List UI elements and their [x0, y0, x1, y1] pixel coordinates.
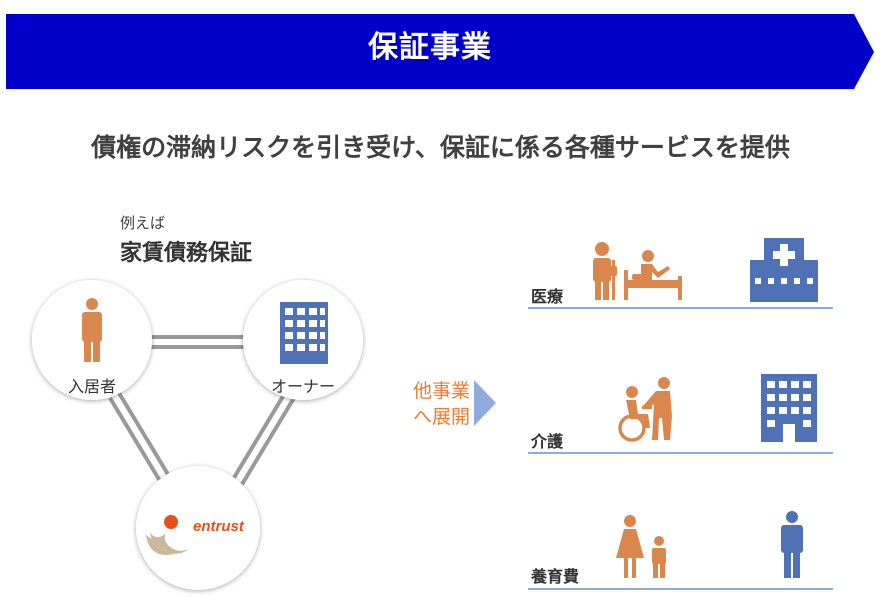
connector-owner-entrust — [230, 391, 296, 488]
connector-resident-entrust — [108, 391, 174, 488]
expansion-text: 他事業 へ展開 — [394, 378, 470, 430]
page-title: 保証事業 — [368, 30, 492, 65]
guarantee-diagram: entrust — [32, 280, 363, 590]
node-label-owner: オーナー — [270, 377, 335, 396]
example-prefix: 例えば — [120, 214, 166, 232]
father-icon — [781, 511, 803, 578]
care-facility-icon — [761, 374, 817, 442]
node-label-resident: 入居者 — [67, 377, 116, 396]
entrust-logo — [146, 515, 190, 555]
expansion-arrow-icon — [474, 380, 496, 426]
person-icon — [82, 298, 102, 362]
header-banner — [6, 14, 874, 89]
sector-rule-child-support — [528, 588, 833, 590]
medical-care-icon — [593, 242, 682, 300]
mother-child-icon — [616, 515, 666, 578]
connector-resident-owner — [150, 335, 245, 349]
caregiver-wheelchair-icon — [618, 377, 672, 442]
sector-rule-care — [528, 452, 833, 454]
node-entrust — [136, 466, 260, 590]
hospital-icon — [750, 238, 818, 302]
sector-label-medical: 医療 — [531, 287, 564, 306]
example-name: 家賃債務保証 — [120, 241, 253, 266]
expansion-line-2: へ展開 — [412, 406, 470, 428]
sector-label-child-support: 養育費 — [531, 567, 580, 586]
entrust-logo-text: entrust — [193, 518, 245, 535]
sector-rule-medical — [528, 307, 833, 309]
page-subtitle: 債権の滞納リスクを引き受け、保証に係る各種サービスを提供 — [91, 133, 790, 162]
building-icon — [280, 302, 328, 364]
expansion-line-1: 他事業 — [412, 380, 470, 402]
sector-label-care: 介護 — [531, 432, 564, 451]
